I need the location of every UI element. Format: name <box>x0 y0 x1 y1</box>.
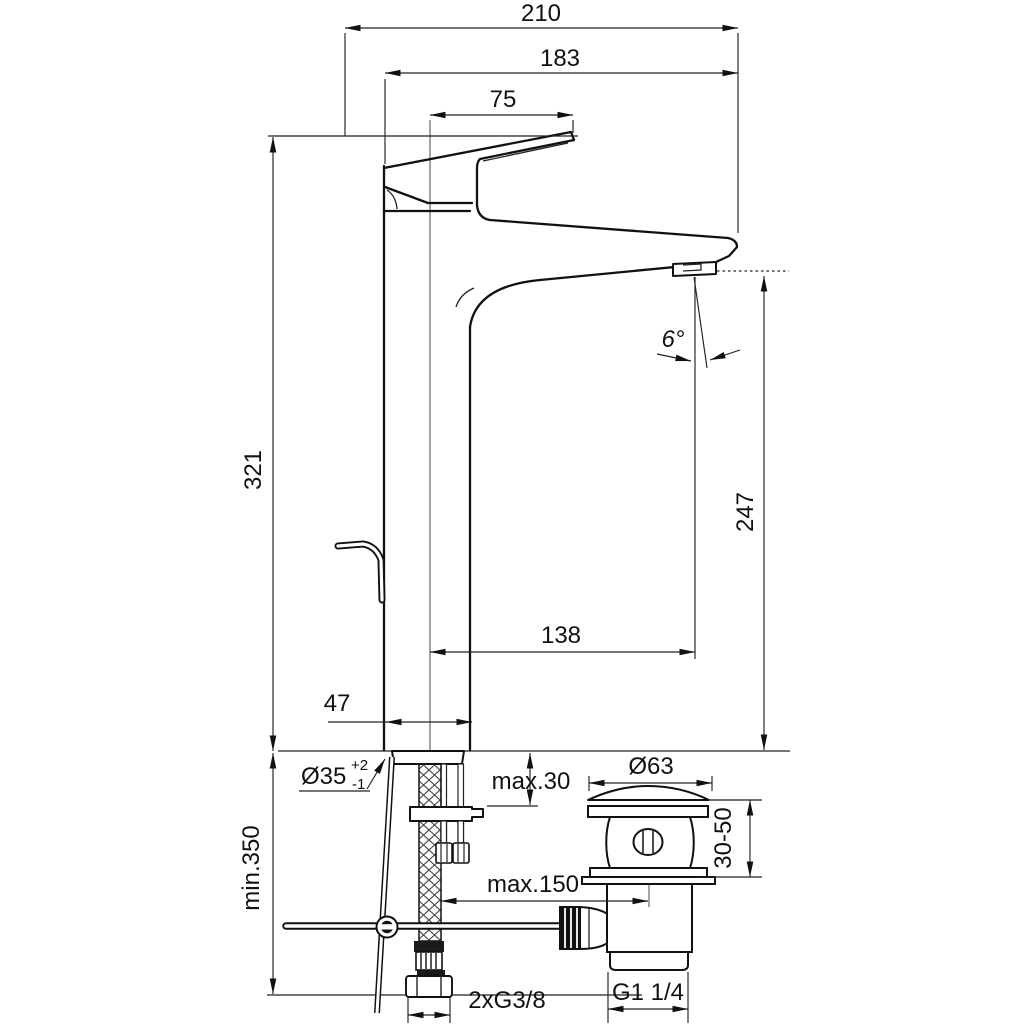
dim-supply-connection: 2xG3/8 <box>468 987 545 1014</box>
dim-spout-reach: 138 <box>541 622 581 649</box>
angle-arrow-left <box>656 353 692 362</box>
waste-plug-dome <box>587 785 710 801</box>
waste-body <box>606 883 693 953</box>
waste-overflow-slot <box>632 828 664 856</box>
dim-max-deck-thickness: max.30 <box>492 768 571 795</box>
spout-top <box>475 203 739 264</box>
dim-waste-connection: G1 1/4 <box>612 979 684 1006</box>
dim-mounting-hole-tol-minus: -1 <box>352 776 365 793</box>
waste-lower-flange <box>581 876 716 885</box>
dim-body-depth: 47 <box>324 690 351 717</box>
dimension-labels: 210 183 75 321 247 138 47 6° Ø35 +2 -1 m… <box>238 0 759 1014</box>
aerator-inner <box>682 263 702 272</box>
handle-lever <box>382 130 576 207</box>
dim-mounting-hole-tol-plus: +2 <box>351 757 368 774</box>
dim-waste-deck-thickness: 30-50 <box>710 807 737 868</box>
dim-waste-flange-dia: Ø63 <box>628 753 673 780</box>
spout-elbow-arc <box>455 287 475 308</box>
dim-overall-depth: 210 <box>521 0 561 27</box>
popup-waste-assembly <box>581 785 716 971</box>
handle-hub-arc <box>386 189 398 210</box>
dim-spray-angle: 6° <box>662 326 685 353</box>
waste-top-flange <box>587 805 709 818</box>
fixing-nuts <box>435 842 470 864</box>
hose-hex-nut <box>405 975 453 998</box>
dim-min-clearance-below: min.350 <box>238 825 265 910</box>
spray-angle-line <box>693 276 708 369</box>
base-plate <box>391 750 465 765</box>
dim-handle-length: 75 <box>490 86 517 113</box>
hose-ribbed-section <box>415 951 443 971</box>
head-base-slope <box>383 185 474 205</box>
hose-ribs <box>420 953 437 969</box>
dimension-graphics <box>268 24 789 1023</box>
under-counter-assembly <box>267 750 642 1014</box>
fixing-washer <box>409 806 484 822</box>
hose-collar <box>414 941 444 952</box>
waste-lower-flange-lip <box>589 867 708 878</box>
stud-tip-right <box>457 820 465 844</box>
handle-underside-line <box>482 142 569 162</box>
dim-mounting-hole: Ø35 <box>301 763 346 790</box>
faucet-outline <box>334 120 739 752</box>
waste-tailpiece <box>609 951 689 971</box>
stud-tip-left <box>440 820 448 844</box>
popup-rod-vertical <box>374 756 395 1014</box>
dim-max-rod-length: max.150 <box>487 871 579 898</box>
popup-knob-fill <box>336 542 384 602</box>
dim-total-height: 321 <box>240 450 267 490</box>
dim-spout-height: 247 <box>732 492 759 532</box>
angle-arrow-right <box>709 349 741 361</box>
hose-band <box>417 970 445 976</box>
dim-spout-projection-total: 183 <box>540 45 580 72</box>
spout-underside <box>468 261 718 329</box>
pivot-joint <box>375 915 399 939</box>
